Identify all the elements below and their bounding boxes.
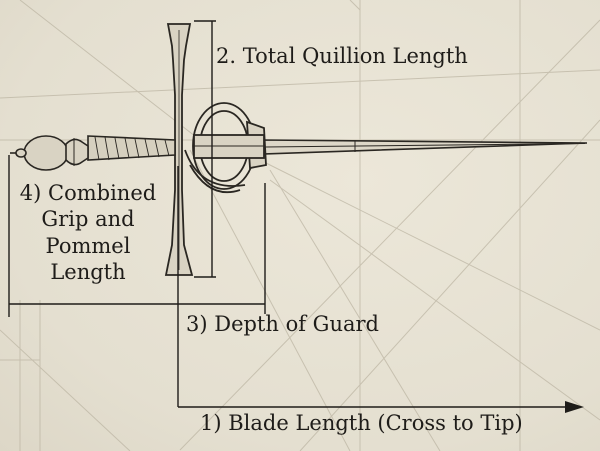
quillons	[164, 23, 194, 276]
arrow-right-icon	[565, 401, 584, 413]
pommel	[10, 135, 89, 171]
quillion-length-label: 2. Total Quillion Length	[216, 44, 468, 68]
guard-depth-label: 3) Depth of Guard	[186, 312, 379, 336]
measurement-lines	[8, 20, 568, 408]
blade	[261, 139, 588, 155]
grip-pommel-length-label: 4) Combined Grip and Pommel Length	[19, 181, 157, 285]
guard-ring	[184, 102, 267, 194]
blade-length-label: 1) Blade Length (Cross to Tip)	[200, 411, 523, 435]
grip	[87, 135, 176, 161]
